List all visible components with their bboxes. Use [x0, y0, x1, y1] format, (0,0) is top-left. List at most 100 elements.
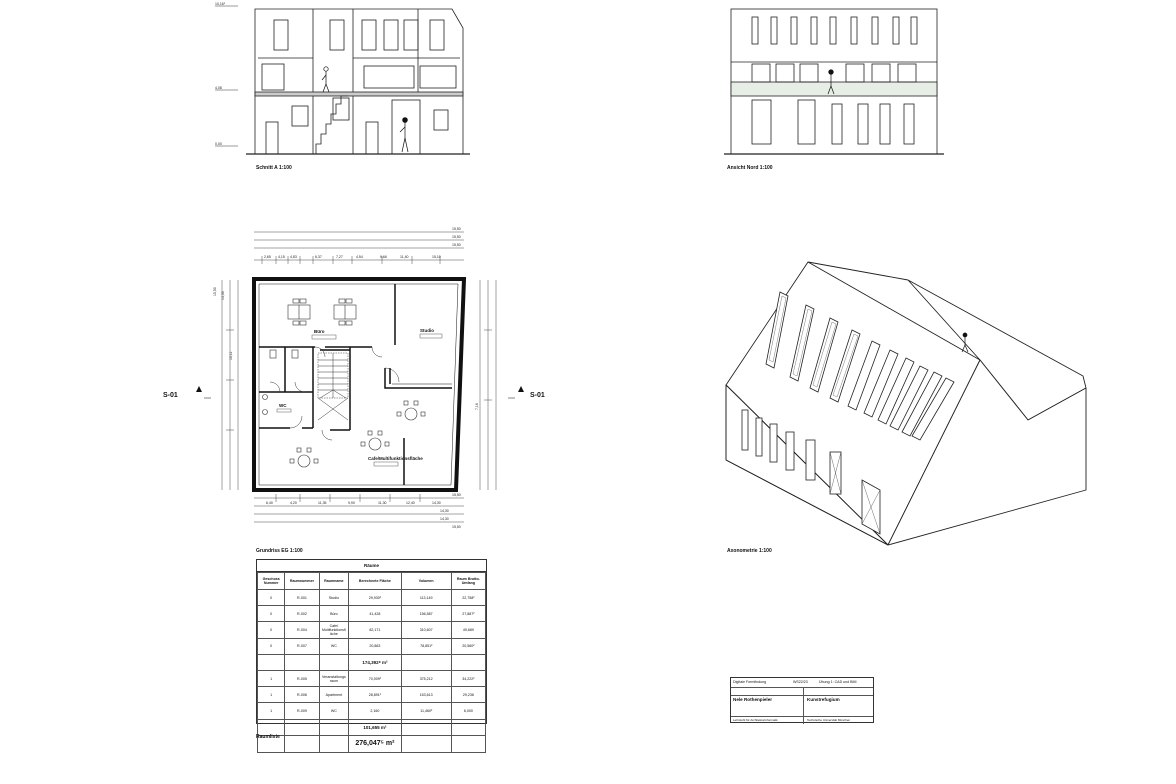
dim-bchain-7: 14,30 [432, 501, 441, 505]
subtotal-row: 174,392⁸ m² [256, 653, 487, 671]
cell: 29,236 [450, 686, 487, 704]
section-label: Schnitt A 1:100 [256, 165, 292, 171]
title-block-course: Digitale Formfindung [733, 680, 767, 684]
level-ground: 0,00 [215, 142, 222, 146]
dim-chain-3: 4,83 [290, 255, 297, 259]
elevation-label: Ansicht Nord 1:100 [727, 165, 773, 171]
cell: R-002 [284, 605, 320, 623]
cell: 113,149 [400, 588, 452, 607]
cell: 153,613 [400, 686, 452, 704]
room-label-cafe: Cafe/Multifunktionsfläche [368, 456, 423, 461]
subtotal-eg: 174,392⁸ m² [348, 653, 402, 671]
section-marker-left: S-01 [163, 392, 178, 399]
section-marker-right-icon [518, 386, 524, 392]
cell: 1 [256, 686, 286, 704]
room-table-header: Geschoss Nummer Raumnummer Raumname Bere… [256, 572, 487, 590]
cell: 0 [256, 605, 286, 623]
dim-chain-1: 2,65 [264, 255, 271, 259]
cell: 2,160 [348, 702, 402, 720]
total-row: 276,047⁵ m² [256, 734, 487, 753]
room-list-label: Raumliste [256, 734, 280, 740]
subtotal-og: 101,655 m² [348, 718, 402, 736]
cell: 34,222² [450, 669, 487, 688]
cell: 156,587 [400, 605, 452, 623]
cell: 49,689 [450, 621, 487, 639]
dim-chain-4: 6,37 [315, 255, 322, 259]
cell: 11,460² [400, 702, 452, 720]
section-marker-left-icon [196, 386, 202, 392]
room-label-buero: Büro [314, 329, 325, 334]
room-label-wc: WC [279, 403, 287, 408]
cell: 0 [256, 621, 286, 639]
dim-side-4: 10,11 [229, 351, 233, 360]
cell: Studio [318, 588, 350, 607]
cell: 70,009² [348, 669, 402, 688]
dim-top-2: 15,50 [452, 235, 461, 239]
dim-bottom-2: 14,30 [440, 509, 449, 513]
cell: R-009 [284, 702, 320, 720]
dim-chain-2: 4,15 [278, 255, 285, 259]
dim-bchain-5: 11,30 [378, 501, 387, 505]
cell: 0 [256, 637, 286, 655]
dim-top-1: 15,50 [452, 227, 461, 231]
cell: 1 [256, 702, 286, 720]
col-umfang: Raum Brutto-Umfang [450, 572, 487, 590]
total-area: 276,047⁵ m² [348, 734, 402, 753]
title-block-project: Kunstrefugium [807, 697, 840, 702]
title-block-semester: WS22/23 [793, 680, 808, 684]
cell: 41,428 [348, 605, 402, 623]
dim-bchain-3: 11,35 [318, 501, 327, 505]
dim-side-1: 15,50 [213, 287, 217, 296]
cell: 27,887² [450, 605, 487, 623]
dim-bottom-4: 15,50 [452, 525, 461, 529]
cell: R-006 [284, 686, 320, 704]
dim-bchain-2: 4,20 [290, 501, 297, 505]
section-marker-right: S-01 [530, 392, 545, 399]
dim-chain-8: 11,40 [400, 255, 409, 259]
cell: 20,863 [348, 637, 402, 655]
cell: 78,851² [400, 637, 452, 655]
title-block: Digitale Formfindung WS22/23 Übung 1: CA… [730, 677, 874, 724]
col-flaeche: Berechnete Fläche [348, 572, 402, 590]
cell: 20,560² [450, 637, 487, 655]
dim-chain-5: 7,27 [336, 255, 343, 259]
dim-side-3: 7,16 [475, 403, 479, 410]
dim-side-2: 14,30 [221, 291, 225, 300]
col-raumname: Raumname [318, 572, 350, 590]
col-volumen: Volumen [400, 572, 452, 590]
cell: Veranstaltungs raum [318, 669, 350, 688]
dim-bchain-4: 9,90 [348, 501, 355, 505]
cell: Apartment [318, 686, 350, 704]
cell: R-007 [284, 637, 320, 655]
dim-bottom-3: 14,30 [440, 517, 449, 521]
cell: R-004 [284, 621, 320, 639]
dim-chain-6: 4,54 [356, 255, 363, 259]
dim-bottom-1: 15,50 [452, 493, 461, 497]
dim-bchain-6: 12,40 [406, 501, 415, 505]
cell: 29,930² [348, 588, 402, 607]
cell: 6,000 [450, 702, 487, 720]
cell: 28,891² [348, 686, 402, 704]
cell: 22,758² [450, 588, 487, 607]
level-mid: 4,08 [215, 86, 222, 90]
cell: Büro [318, 605, 350, 623]
dim-chain-7: 9,66 [380, 255, 387, 259]
cell: 0 [256, 588, 286, 607]
cell: 82,171 [348, 621, 402, 639]
title-block-student: Nele Rothenpieler [733, 697, 773, 702]
axonometric-label: Axonometrie 1:100 [727, 548, 772, 554]
subtotal-row: 101,655 m² [256, 718, 487, 736]
title-block-exercise: Übung 1: CAD und BIM [819, 680, 857, 684]
room-table: Räume Geschoss Nummer Raumnummer Raumnam… [256, 559, 487, 753]
